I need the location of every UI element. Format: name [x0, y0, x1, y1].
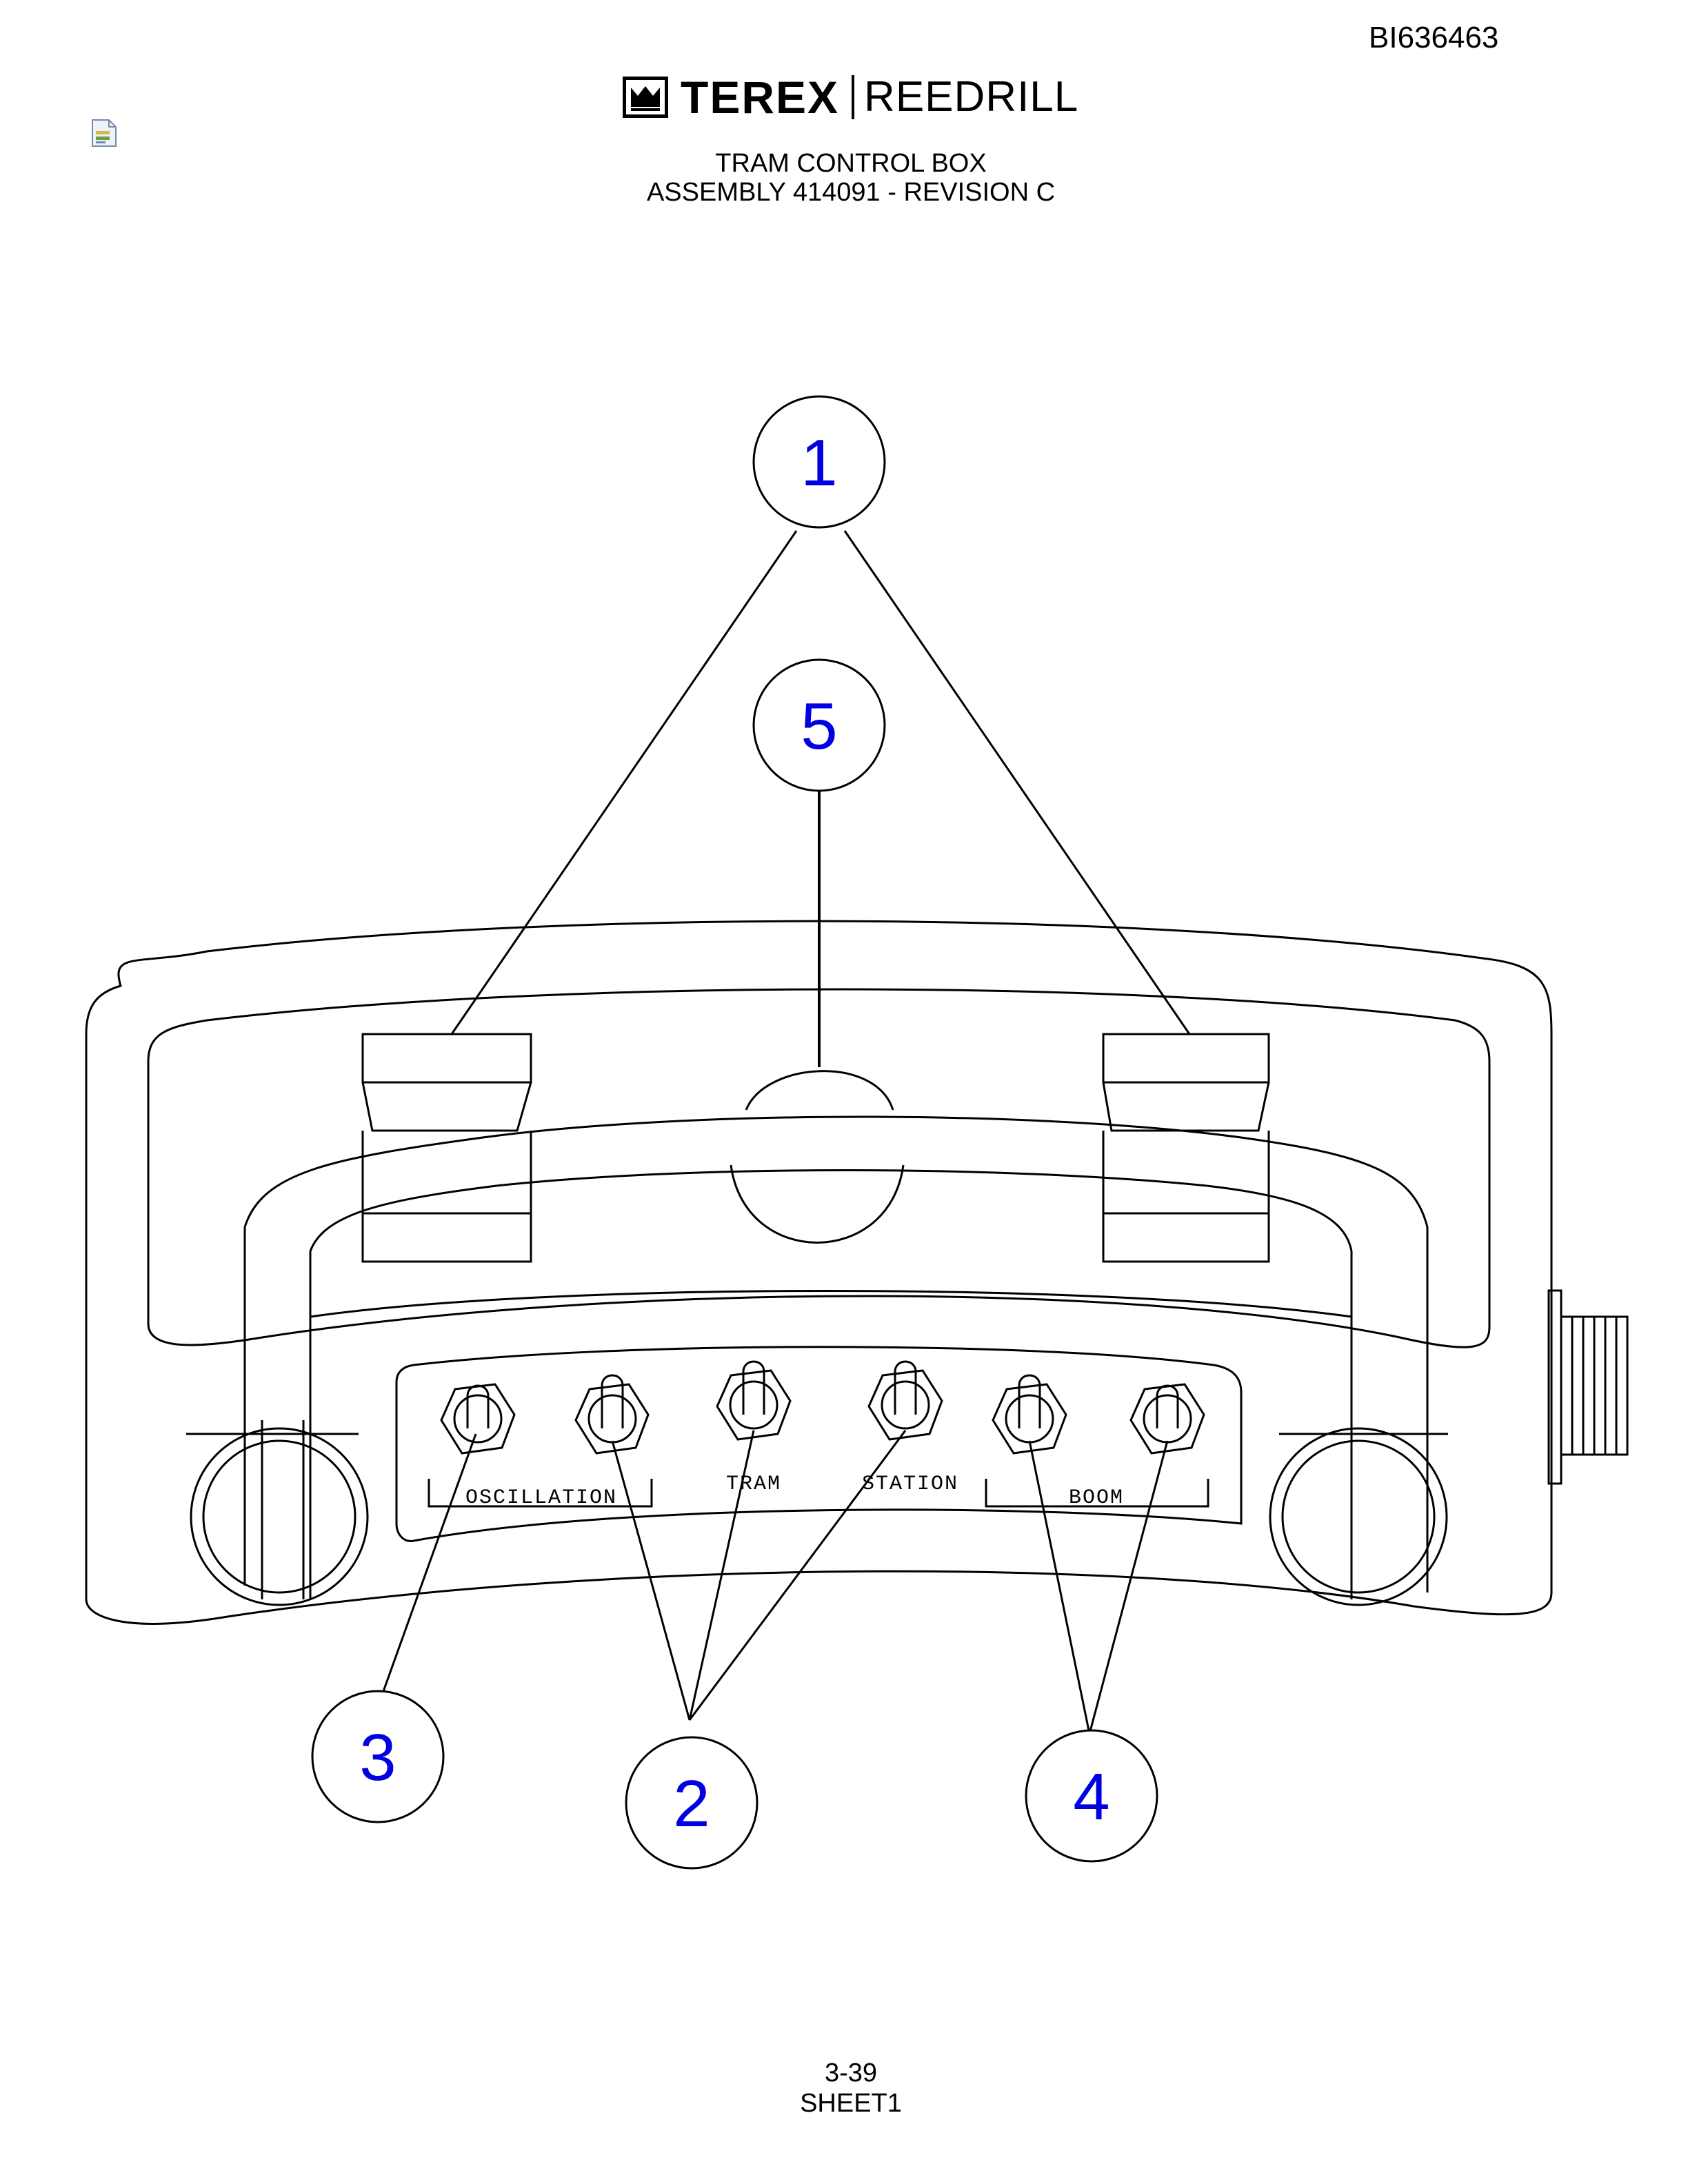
- callout-number-4: 4: [1073, 1760, 1109, 1834]
- leader-1-right: [843, 530, 1191, 1035]
- handle-inner: [309, 1169, 1353, 1599]
- assembly-revision: ASSEMBLY 414091 - REVISION C: [646, 178, 1056, 207]
- callout-number-3: 3: [359, 1721, 396, 1794]
- leader-1-left: [450, 530, 798, 1035]
- terex-crown-emblem-icon: [623, 77, 668, 118]
- callout-bubble-2: [625, 1736, 758, 1870]
- panel-label-boom: BOOM: [1069, 1486, 1124, 1510]
- handle-outer: [243, 1115, 1429, 1593]
- leader-2-c: [688, 1430, 907, 1721]
- leader-3: [381, 1433, 477, 1694]
- terex-reedrill-logo: TEREX REEDRILL: [623, 74, 1078, 120]
- logo-separator: [852, 75, 855, 119]
- callout-number-2: 2: [673, 1767, 710, 1841]
- callout-bubble-3: [311, 1690, 445, 1823]
- toggle-switch-oscillation-left: [440, 1383, 516, 1455]
- label-bracket-boom: [985, 1479, 1209, 1508]
- housing-outer: [85, 920, 1553, 1625]
- center-dome-bottom: [730, 1164, 905, 1244]
- label-bracket-oscillation: [428, 1479, 653, 1508]
- leader-4-a: [1028, 1440, 1091, 1735]
- toggle-switch-boom-right: [1129, 1383, 1205, 1455]
- document-id: BI636463: [1369, 21, 1499, 54]
- panel-label-station: STATION: [862, 1473, 958, 1496]
- housing-band: [310, 1290, 1352, 1318]
- hinge-block-right-top: [1102, 1033, 1270, 1084]
- leader-4-b: [1088, 1440, 1169, 1735]
- page-number: 3-39: [824, 2059, 878, 2087]
- panel-label-tram: TRAM: [726, 1473, 781, 1496]
- callout-bubble-4: [1025, 1729, 1158, 1863]
- panel-label-oscillation: OSCILLATION: [465, 1486, 617, 1510]
- hinge-wedge-left: [361, 1082, 532, 1132]
- callout-number-1: 1: [801, 426, 837, 500]
- mount-boss-left: [190, 1427, 369, 1606]
- leader-2-a: [611, 1440, 691, 1721]
- hinge-wedge-right: [1102, 1082, 1270, 1132]
- logo-brand-text: TEREX: [681, 72, 840, 123]
- sheet-label: SHEET1: [800, 2089, 902, 2118]
- logo-product-text: REEDRILL: [864, 73, 1079, 121]
- hinge-block-right-bottom: [1102, 1212, 1270, 1263]
- center-dome-top: [745, 1070, 894, 1111]
- diagram-title: TRAM CONTROL BOX: [715, 149, 987, 178]
- hinge-block-left-bottom: [361, 1212, 532, 1263]
- toggle-switch-tram: [716, 1360, 792, 1441]
- callout-bubble-1: [752, 395, 886, 529]
- callout-bubble-5: [752, 658, 886, 792]
- toggle-switch-station: [867, 1360, 943, 1441]
- leader-2-b: [688, 1430, 755, 1721]
- callout-number-5: 5: [801, 689, 837, 763]
- hinge-block-left-top: [361, 1033, 532, 1084]
- housing-inner: [147, 988, 1491, 1348]
- switch-panel: [395, 1346, 1243, 1542]
- document-attachment-icon[interactable]: [91, 119, 117, 148]
- mount-boss-right: [1269, 1427, 1448, 1606]
